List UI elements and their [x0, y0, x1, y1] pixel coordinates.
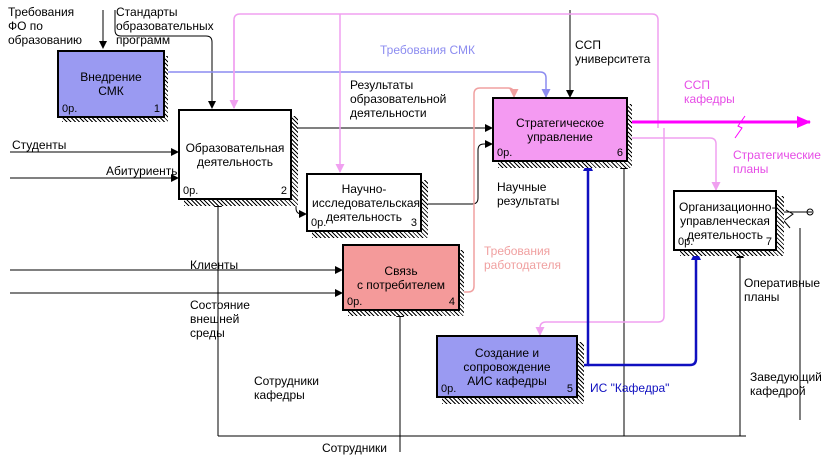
label-ssp-univ: ССП университета [575, 38, 651, 66]
box-number: 2 [280, 185, 287, 197]
label-operativnye: Оперативные планы [744, 276, 821, 304]
label-trebovaniya-rab: Требования работодателя [484, 244, 561, 272]
label-klienty: Клиенты [190, 258, 239, 272]
box-cost: 0р. [678, 236, 694, 248]
box-nauchno[interactable]: Научно- исследовательская деятельность 0… [306, 173, 422, 232]
arrow-pink-to-orgupr [628, 137, 721, 191]
box-ais[interactable]: Создание и сопровождение АИС кафедры 0р.… [436, 335, 578, 398]
box-title: Стратегическое управление [515, 115, 605, 144]
label-nauchnye-rez: Научные результаты [497, 180, 560, 208]
label-studenty: Студенты [12, 138, 67, 152]
box-number: 6 [616, 147, 623, 159]
arrow-nauchnye-rez [422, 140, 493, 205]
label-strat-plany: Стратегические планы [733, 148, 821, 176]
box-cost: 0р. [347, 296, 363, 308]
label-trebovaniya-fo: Требования ФО по образованию [8, 5, 83, 47]
box-strategicheskoe[interactable]: Стратегическое управление 0р. 6 [492, 97, 628, 162]
box-number: 1 [153, 103, 160, 115]
arrow-pink-top [233, 13, 659, 128]
label-sotrudniki-kaf: Сотрудники кафедры [254, 374, 319, 402]
label-standarty: Стандарты образовательных программ [116, 5, 214, 47]
arrow-trebovaniya-rab [460, 87, 519, 293]
box-title: Организационно- управленческая деятельно… [679, 199, 776, 242]
label-trebovaniya-smk: Требования СМК [380, 43, 476, 57]
box-orgupr[interactable]: Организационно- управленческая деятельно… [673, 190, 777, 251]
box-title: Связь с потребителем [356, 263, 446, 292]
arrow-trebovaniya-smk [166, 71, 551, 98]
box-title: Создание и сопровождение АИС кафедры [463, 345, 551, 388]
box-number: 3 [410, 217, 417, 229]
label-zaveduyushchiy: Заведующий кафедрой [750, 370, 822, 398]
arrow-standarty [114, 10, 216, 109]
label-sostoyanie: Состояние внешней среды [190, 298, 250, 340]
box-cost: 0р. [183, 185, 199, 197]
box-number: 7 [765, 236, 772, 248]
box-cost: 0р. [311, 217, 327, 229]
label-ssp-kaf: ССП кафедры [684, 78, 735, 106]
box-cost: 0р. [497, 147, 513, 159]
arrow-is-to-strat [578, 161, 593, 367]
label-sotrudniki: Сотрудники [322, 441, 387, 455]
box-svyaz[interactable]: Связь с потребителем 0р. 4 [342, 244, 460, 311]
box-cost: 0р. [62, 103, 78, 115]
box-cost: 0р. [441, 383, 457, 395]
box-title: Внедрение СМК [80, 70, 142, 98]
box-number: 5 [566, 383, 573, 395]
arrow-pink-to-ais [535, 128, 665, 336]
label-abiturienty: Абитуриенты [106, 164, 180, 178]
label-rezultaty-obr: Результаты образовательной деятельности [350, 78, 447, 120]
label-is-kafedra: ИС "Кафедра" [590, 381, 670, 395]
box-number: 4 [448, 296, 455, 308]
arrow-is-to-orgupr [588, 250, 701, 367]
box-vnedrenie-smk[interactable]: Внедрение СМК 0р. 1 [57, 50, 165, 118]
box-obrazovatelnaya[interactable]: Образовательная деятельность 0р. 2 [178, 109, 292, 200]
box-title: Научно- исследовательская деятельность [312, 181, 421, 224]
box-title: Образовательная деятельность [185, 140, 285, 169]
